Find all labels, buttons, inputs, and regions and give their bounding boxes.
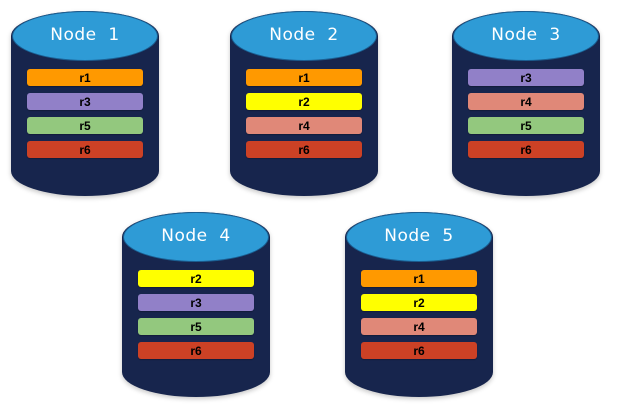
- node-label: Node 2: [269, 25, 339, 45]
- replica-list: r1 r2 r4 r6: [230, 69, 378, 158]
- replica-bar[interactable]: r6: [245, 141, 363, 158]
- database-node-1[interactable]: Node 1 r1 r3 r5 r6: [11, 11, 159, 196]
- node-label: Node 4: [161, 226, 231, 246]
- node-label: Node 5: [384, 226, 454, 246]
- replica-bar[interactable]: r2: [137, 270, 255, 287]
- replica-bar[interactable]: r1: [360, 270, 478, 287]
- database-node-2[interactable]: Node 2 r1 r2 r4 r6: [230, 11, 378, 196]
- node-label: Node 1: [50, 25, 120, 45]
- replica-bar[interactable]: r5: [137, 318, 255, 335]
- replica-list: r1 r2 r4 r6: [345, 270, 493, 359]
- replica-list: r3 r4 r5 r6: [452, 69, 600, 158]
- replica-bar[interactable]: r1: [26, 69, 144, 86]
- replica-bar[interactable]: r3: [137, 294, 255, 311]
- cylinder-top-icon: [346, 212, 492, 262]
- replica-bar[interactable]: r4: [467, 93, 585, 110]
- database-node-3[interactable]: Node 3 r3 r4 r5 r6: [452, 11, 600, 196]
- cylinder-top-icon: [123, 212, 269, 262]
- database-node-4[interactable]: Node 4 r2 r3 r5 r6: [122, 212, 270, 397]
- replica-bar[interactable]: r3: [26, 93, 144, 110]
- replica-bar[interactable]: r6: [26, 141, 144, 158]
- cylinder-top-icon: [453, 11, 599, 61]
- replica-list: r2 r3 r5 r6: [122, 270, 270, 359]
- replica-bar[interactable]: r1: [245, 69, 363, 86]
- cylinder-top-icon: [12, 11, 158, 61]
- replica-bar[interactable]: r4: [245, 117, 363, 134]
- replica-bar[interactable]: r2: [360, 294, 478, 311]
- replica-bar[interactable]: r5: [26, 117, 144, 134]
- replica-bar[interactable]: r6: [137, 342, 255, 359]
- replica-bar[interactable]: r2: [245, 93, 363, 110]
- replica-bar[interactable]: r3: [467, 69, 585, 86]
- replica-bar[interactable]: r6: [467, 141, 585, 158]
- node-label: Node 3: [491, 25, 561, 45]
- replica-bar[interactable]: r6: [360, 342, 478, 359]
- database-node-5[interactable]: Node 5 r1 r2 r4 r6: [345, 212, 493, 397]
- replica-bar[interactable]: r5: [467, 117, 585, 134]
- replica-list: r1 r3 r5 r6: [11, 69, 159, 158]
- replica-bar[interactable]: r4: [360, 318, 478, 335]
- cylinder-top-icon: [231, 11, 377, 61]
